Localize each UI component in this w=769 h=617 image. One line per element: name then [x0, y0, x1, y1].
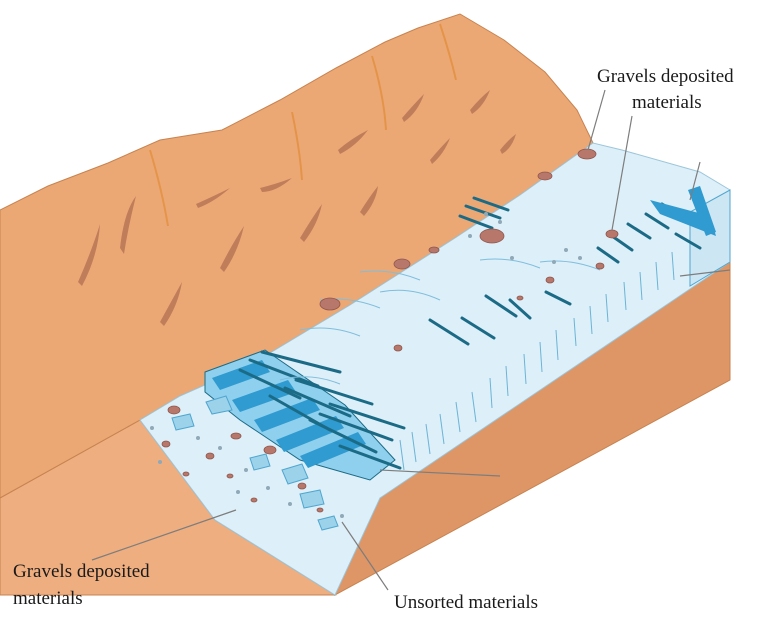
leader-top-right-short: [588, 90, 605, 150]
bottom-left-label-line1: Gravels deposited: [13, 559, 150, 585]
top-right-label-line2: materials: [632, 90, 702, 116]
top-right-label-line1: Gravels deposited: [597, 64, 734, 90]
bottom-left-label-line2: materials: [13, 586, 83, 612]
bottom-center-label: Unsorted materials: [394, 590, 538, 616]
